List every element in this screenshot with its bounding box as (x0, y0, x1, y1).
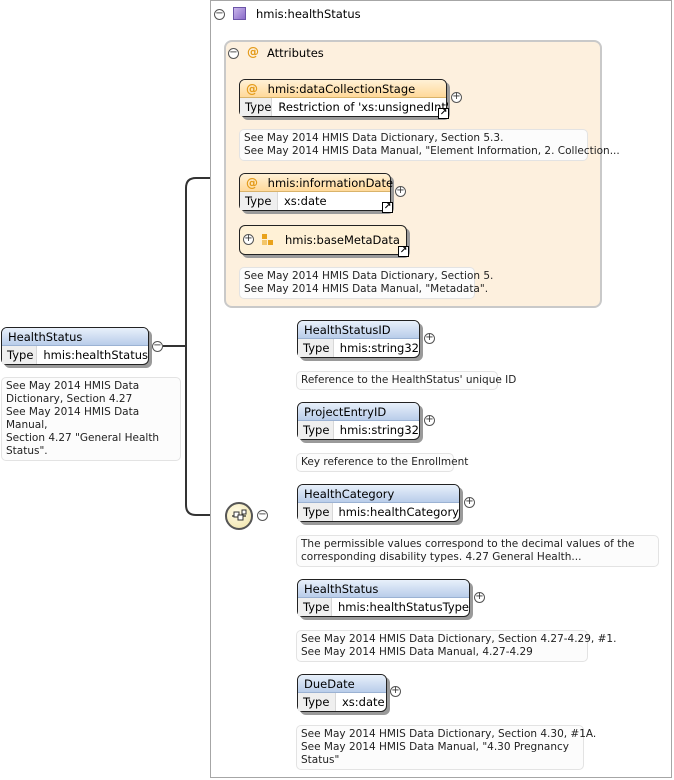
annotation: The permissible values correspond to the… (296, 535, 659, 567)
annotation-line: See May 2014 HMIS Data Dictionary, Secti… (301, 633, 617, 645)
type-value: hmis:healthStatus (43, 348, 148, 362)
element-due-date[interactable]: DueDate Type xs:date (297, 674, 387, 712)
reference-arrow-icon[interactable]: ↗ (398, 246, 409, 257)
attribute-group-icon (262, 234, 274, 246)
element-type-row: Type xs:date (298, 693, 386, 711)
expand-toggle[interactable]: + (424, 414, 435, 426)
type-value: hmis:string32 (339, 423, 419, 437)
type-value: xs:date (284, 194, 327, 208)
annotation-line: Dictionary, Section 4.27 (6, 393, 133, 405)
attribute-group-name: hmis:baseMetaData (285, 233, 400, 247)
type-value: hmis:string32 (339, 341, 419, 355)
annotation-line: See May 2014 HMIS Data Dictionary, Secti… (244, 132, 504, 144)
annotation-line: See May 2014 HMIS Data Manual, 4.27-4.29 (301, 646, 533, 658)
attribute-name: hmis:dataCollectionStage (267, 82, 416, 96)
element-name: HealthStatus (298, 580, 469, 598)
attributes-title: Attributes (267, 46, 324, 60)
element-type-row: Type hmis:healthStatusType (298, 598, 469, 616)
complex-type-collapse-toggle[interactable]: − (214, 8, 225, 20)
element-type-row: Type hmis:string32 (298, 421, 419, 439)
expand-toggle[interactable]: + (243, 233, 254, 245)
element-name: HealthStatus (2, 328, 148, 346)
element-type-row: Type hmis:healthStatus (2, 346, 148, 364)
element-health-category[interactable]: HealthCategory Type hmis:healthCategory (297, 484, 460, 522)
expand-toggle[interactable]: + (390, 685, 401, 697)
element-type-row: Type hmis:string32 (298, 339, 419, 357)
attribute-data-collection-stage[interactable]: @ hmis:dataCollectionStage Type Restrict… (239, 79, 450, 119)
attribute-group-base-meta-data[interactable]: + hmis:baseMetaData ↗ (239, 225, 409, 257)
expand-toggle[interactable]: + (395, 185, 406, 197)
type-label: Type (298, 693, 336, 711)
element-health-status[interactable]: HealthStatus Type hmis:healthStatusType (297, 579, 470, 617)
annotation-line: See May 2014 HMIS Data Dictionary, Secti… (301, 728, 597, 740)
attributes-icon: @ (247, 45, 259, 59)
sequence-glyph-icon (232, 509, 247, 521)
complex-type-title: hmis:healthStatus (256, 7, 361, 21)
root-annotation: See May 2014 HMIS Data Dictionary, Secti… (1, 377, 181, 461)
type-label: Type (2, 346, 38, 364)
attribute-information-date[interactable]: @ hmis:informationDate Type xs:date ↗ (239, 173, 394, 213)
annotation: See May 2014 HMIS Data Dictionary, Secti… (239, 129, 620, 161)
annotation-line: See May 2014 HMIS Data Manual, (6, 406, 140, 431)
annotation-line: Key reference to the Enrollment (301, 456, 469, 468)
type-value: xs:date (342, 695, 385, 709)
annotation-line: corresponding disability types. 4.27 Gen… (301, 551, 582, 563)
root-collapse-toggle[interactable]: − (152, 340, 163, 352)
type-value: hmis:healthCategory (338, 505, 460, 519)
expand-toggle[interactable]: + (474, 591, 485, 603)
element-type-row: Type hmis:healthCategory (298, 503, 459, 521)
complex-type-icon (233, 7, 246, 20)
annotation-line: The permissible values correspond to the… (301, 538, 635, 550)
element-health-status-id[interactable]: HealthStatusID Type hmis:string32 (297, 320, 420, 358)
element-name: ProjectEntryID (298, 403, 419, 421)
attribute-header: @ hmis:informationDate (240, 174, 394, 192)
annotation: Key reference to the Enrollment (296, 453, 469, 472)
reference-arrow-icon[interactable]: ↗ (438, 108, 449, 119)
type-value: Restriction of 'xs:unsignedInt' (278, 100, 450, 114)
root-element-health-status[interactable]: HealthStatus Type hmis:healthStatus (1, 327, 149, 365)
expand-toggle[interactable]: + (451, 91, 462, 103)
annotation-line: See May 2014 HMIS Data (6, 380, 140, 392)
annotation: See May 2014 HMIS Data Dictionary, Secti… (239, 267, 494, 299)
element-project-entry-id[interactable]: ProjectEntryID Type hmis:string32 (297, 402, 420, 440)
type-label: Type (298, 503, 333, 521)
element-name: HealthCategory (298, 485, 459, 503)
attribute-type-row: Type Restriction of 'xs:unsignedInt' (240, 98, 450, 116)
type-label: Type (298, 339, 334, 357)
annotation-line: Reference to the HealthStatus' unique ID (301, 374, 517, 386)
annotation-line: See May 2014 HMIS Data Manual, "Metadata… (244, 283, 489, 295)
attributes-collapse-toggle[interactable]: − (228, 47, 239, 59)
sequence-compositor-icon[interactable] (225, 502, 253, 530)
type-value: hmis:healthStatusType (337, 600, 469, 614)
element-name: HealthStatusID (298, 321, 419, 339)
expand-toggle[interactable]: + (424, 332, 435, 344)
type-label: Type (240, 98, 273, 116)
expand-toggle[interactable]: + (464, 496, 475, 508)
attribute-icon: @ (246, 82, 258, 96)
annotation: Reference to the HealthStatus' unique ID (296, 371, 517, 390)
annotation-line: See May 2014 HMIS Data Dictionary, Secti… (244, 270, 494, 282)
attribute-header: @ hmis:dataCollectionStage (240, 80, 446, 98)
attribute-icon: @ (246, 176, 258, 190)
annotation-line: Status" (301, 754, 340, 766)
type-label: Type (298, 598, 332, 616)
annotation-line: Status". (6, 445, 48, 457)
sequence-collapse-toggle[interactable]: − (257, 509, 268, 521)
element-name: DueDate (298, 675, 386, 693)
reference-arrow-icon[interactable]: ↗ (382, 202, 393, 213)
annotation: See May 2014 HMIS Data Dictionary, Secti… (296, 725, 597, 770)
annotation-line: See May 2014 HMIS Data Manual, "Element … (244, 145, 620, 157)
attribute-type-row: Type xs:date (240, 192, 390, 210)
annotation: See May 2014 HMIS Data Dictionary, Secti… (296, 630, 617, 662)
type-label: Type (298, 421, 334, 439)
type-label: Type (240, 192, 278, 210)
annotation-line: See May 2014 HMIS Data Manual, "4.30 Pre… (301, 741, 569, 753)
attribute-name: hmis:informationDate (267, 176, 394, 190)
annotation-line: Section 4.27 "General Health (6, 432, 160, 444)
